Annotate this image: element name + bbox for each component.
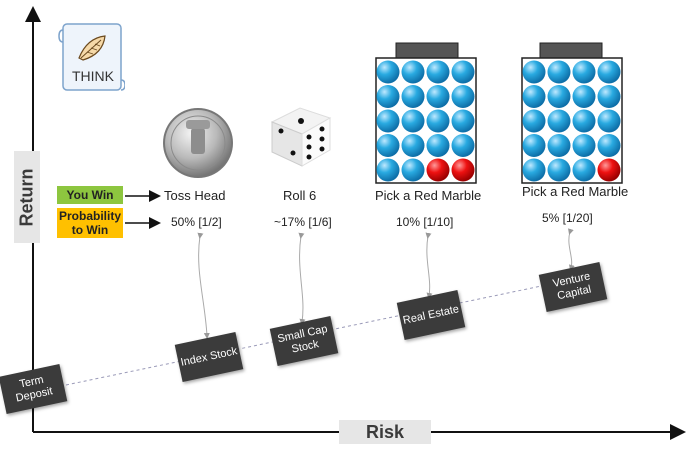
x-axis-label-text: Risk <box>365 421 405 442</box>
die-image <box>270 107 332 167</box>
red-marble <box>426 158 450 182</box>
blue-marble <box>547 158 571 182</box>
blue-marble <box>451 85 475 108</box>
probability-jar-2: 5% [1/20] <box>542 211 593 225</box>
probability-to-win-tag: Probability to Win <box>57 208 123 238</box>
coin-image <box>163 108 233 178</box>
blue-marble <box>426 60 450 84</box>
blue-marble <box>597 85 621 108</box>
connector-lines <box>197 228 575 339</box>
x-axis-label: Risk <box>339 420 431 444</box>
game-caption-coin: Toss Head <box>164 188 226 203</box>
blue-marble <box>376 60 400 84</box>
you-win-tag: You Win <box>57 186 123 204</box>
game-caption-jar-2: Pick a Red Marble <box>522 184 629 199</box>
marble-jar-2 <box>521 42 623 184</box>
blue-marble <box>426 134 450 157</box>
blue-marble <box>547 60 571 84</box>
blue-marble <box>451 109 475 133</box>
scroll-leaf-icon <box>58 23 126 91</box>
blue-marble <box>376 158 400 182</box>
blue-marble <box>376 85 400 108</box>
probability-coin: 50% [1/2] <box>171 215 222 229</box>
game-caption-jar-1: Pick a Red Marble <box>375 188 482 203</box>
think-logo: THINK <box>57 22 126 92</box>
blue-marble <box>597 109 621 133</box>
game-caption-die: Roll 6 <box>283 188 317 203</box>
y-axis-label-text: Return <box>16 168 37 226</box>
blue-marble <box>376 134 400 157</box>
blue-marble <box>376 109 400 133</box>
blue-marble <box>522 109 546 133</box>
blue-marble <box>426 109 450 133</box>
blue-marble <box>401 134 425 157</box>
blue-marble <box>401 60 425 84</box>
blue-marble <box>597 134 621 157</box>
blue-marble <box>451 134 475 157</box>
red-marble <box>597 158 621 182</box>
blue-marble <box>547 109 571 133</box>
legend-arrows <box>125 190 161 229</box>
probability-die: ~17% [1/6] <box>274 215 332 229</box>
blue-marble <box>451 60 475 84</box>
blue-marble <box>401 158 425 182</box>
blue-marble <box>522 158 546 182</box>
blue-marble <box>572 60 596 84</box>
red-marble <box>451 158 475 182</box>
blue-marble <box>522 134 546 157</box>
blue-marble <box>572 85 596 108</box>
blue-marble <box>547 85 571 108</box>
blue-marble <box>401 85 425 108</box>
probability-jar-1: 10% [1/10] <box>396 215 454 229</box>
blue-marble <box>572 134 596 157</box>
blue-marble <box>597 60 621 84</box>
blue-marble <box>522 85 546 108</box>
y-axis-label: Return <box>14 151 40 243</box>
blue-marble <box>572 109 596 133</box>
marble-jar-1 <box>375 42 477 184</box>
blue-marble <box>547 134 571 157</box>
blue-marble <box>522 60 546 84</box>
think-logo-text: THINK <box>72 68 114 84</box>
blue-marble <box>572 158 596 182</box>
blue-marble <box>426 85 450 108</box>
blue-marble <box>401 109 425 133</box>
